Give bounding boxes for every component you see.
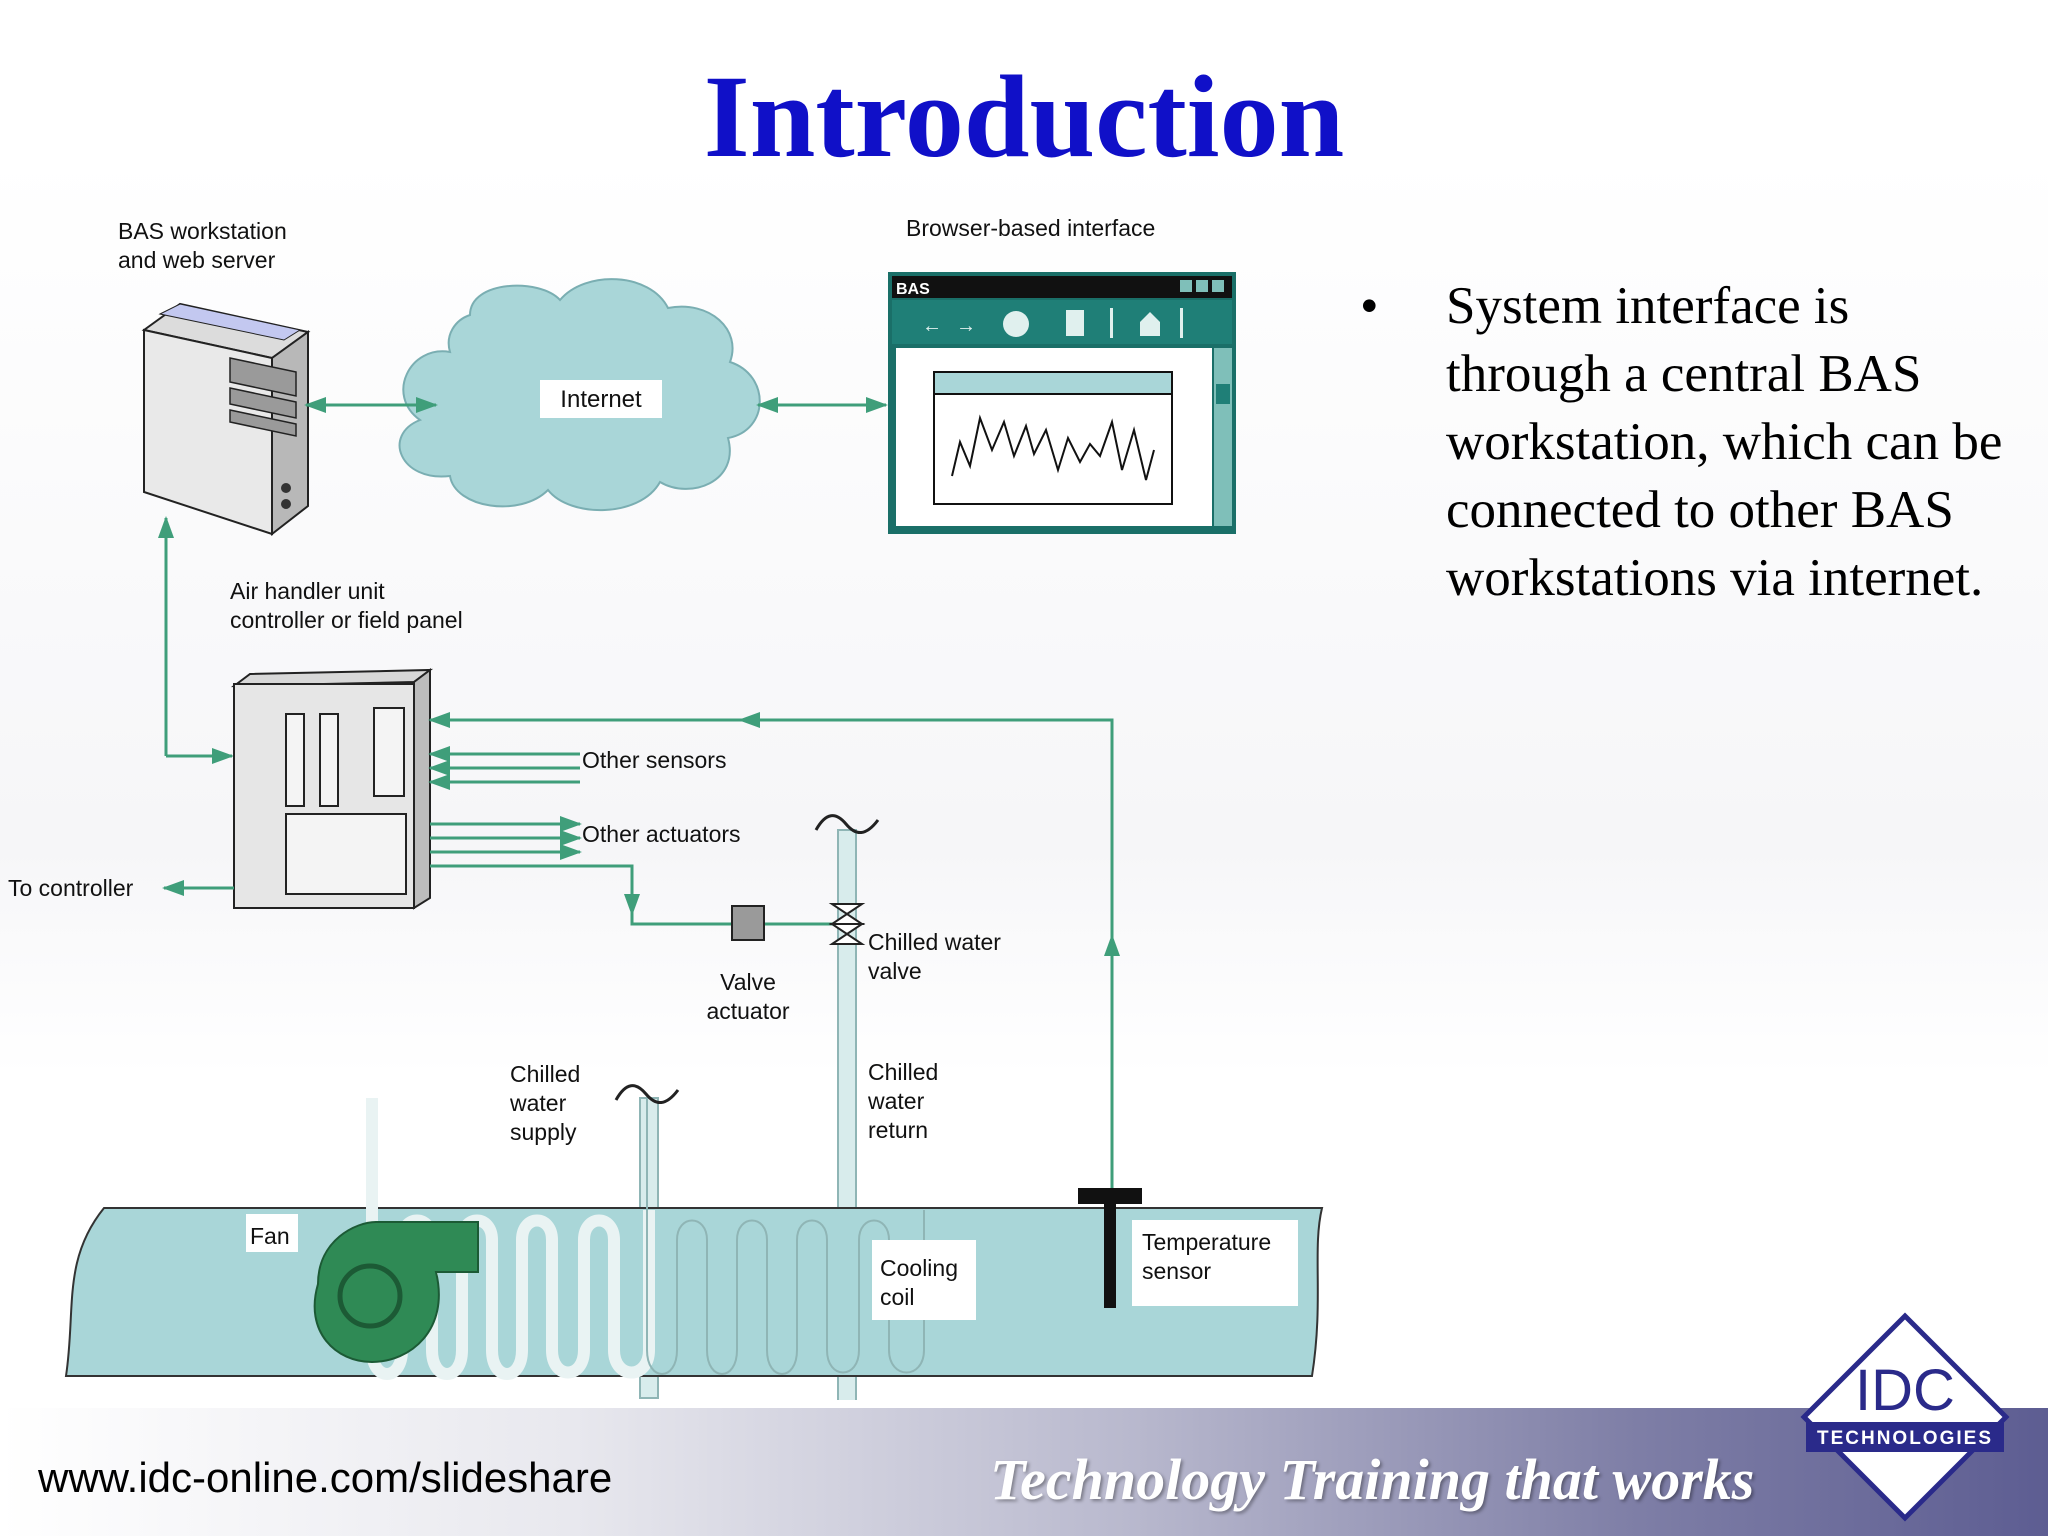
chilled-water-return-label-2: water [867,1088,925,1114]
return-pipe-break-icon [814,814,880,834]
workstation-tower-icon [141,302,311,537]
browser-interface-label: Browser-based interface [906,215,1155,241]
valve-actuator-label-1: Valve [720,969,776,995]
bas-workstation-label-1: BAS workstation [118,218,287,244]
chilled-water-supply-label-2: water [509,1090,567,1116]
idc-logo: IDC TECHNOLOGIES [1800,1312,2010,1522]
air-handler-controller-icon [230,668,434,910]
temperature-sensor-mount [1078,1188,1142,1204]
cooling-coil-label-box [872,1240,976,1320]
internet-label-box [540,380,662,418]
browser-window-title: BAS [896,281,930,298]
bas-diagram: BAS workstation and web server Internet … [8,215,1324,1400]
logo-subtext: TECHNOLOGIES [1817,1428,1993,1449]
chilled-water-valve-icon-bottom [828,923,866,945]
cooling-coil-label-2: coil [880,1284,915,1310]
footer-band [0,1408,2048,1536]
cooling-coil-outline [646,1098,925,1375]
link-valve-actuator [430,864,732,926]
forward-arrow-icon: → [956,315,976,337]
other-sensors-label: Other sensors [582,747,726,773]
air-handler-label-1: Air handler unit [230,578,385,604]
internet-label: Internet [560,386,642,413]
link-temperature-feedback [428,712,1114,1188]
temperature-sensor-probe [1104,1204,1116,1308]
browser-window-icon: BAS ← → [888,272,1236,534]
supply-pipe-break-icon [614,1084,680,1104]
valve-actuator-icon [731,905,765,941]
footer-tagline: Technology Training that works [990,1447,1755,1512]
to-controller-label: To controller [8,875,134,901]
fan-label-box [246,1214,298,1252]
back-arrow-icon: ← [922,315,942,337]
chilled-water-valve-label-1: Chilled water [868,929,1001,955]
bullet-text: System interface is through a central BA… [1446,277,2003,607]
air-handler-label-2: controller or field panel [230,607,463,633]
page-icon [1066,310,1084,336]
chilled-water-supply-label-3: supply [510,1119,577,1145]
bas-workstation-label-2: and web server [118,247,276,273]
slide-title: Introduction [703,51,1345,182]
temperature-sensor-label-box [1132,1220,1298,1306]
bullet-marker: • [1360,277,1379,335]
fan-label: Fan [250,1223,290,1249]
cooling-coil-icon [366,1098,655,1380]
chilled-water-valve-label-2: valve [868,958,922,984]
chilled-water-return-label-1: Chilled [868,1059,938,1085]
chilled-water-supply-label-1: Chilled [510,1061,580,1087]
valve-actuator-label-2: actuator [706,998,789,1024]
cooling-coil-label-1: Cooling [880,1255,958,1281]
chilled-water-return-label-3: return [868,1117,928,1143]
logo-text: IDC [1855,1358,1955,1423]
temperature-sensor-label-1: Temperature [1142,1229,1271,1255]
chilled-water-valve-icon-top [828,903,866,925]
stop-icon [1003,311,1029,337]
fan-icon [313,1221,479,1364]
other-actuators-label: Other actuators [582,821,741,847]
temperature-sensor-label-2: sensor [1142,1258,1211,1284]
home-icon [1140,312,1160,336]
footer-url: www.idc-online.com/slideshare [38,1454,613,1501]
